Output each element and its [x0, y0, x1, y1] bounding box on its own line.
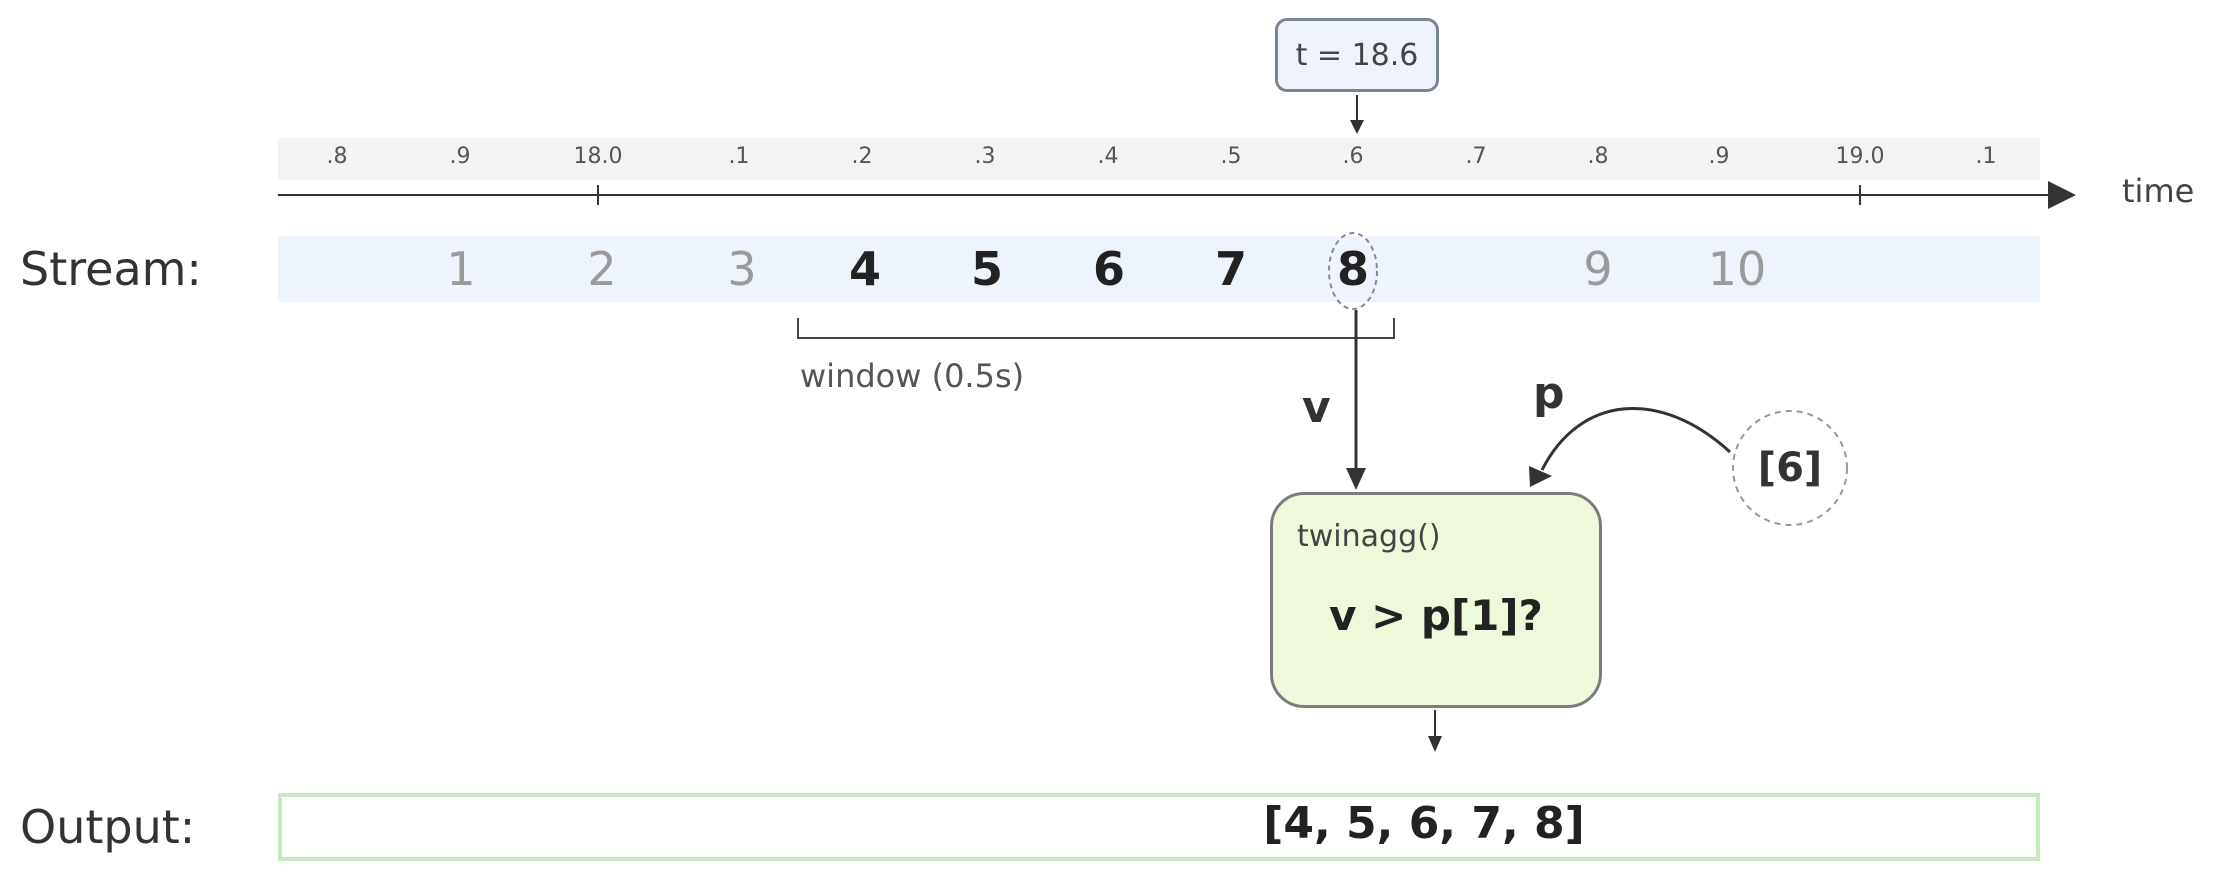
tick-label: .5 — [1220, 144, 1242, 169]
tick-label: .9 — [1708, 144, 1730, 169]
node-title: twinagg() — [1297, 519, 1441, 554]
output-row-label: Output: — [20, 800, 196, 854]
stream-item: 1 — [446, 242, 476, 296]
tick-band — [278, 138, 2040, 180]
value-arrowhead — [1346, 468, 1366, 490]
stream-item: 4 — [848, 242, 882, 296]
node-expression: v > p[1]? — [1329, 591, 1543, 640]
tick-label: .6 — [1342, 144, 1364, 169]
stream-row-label: Stream: — [20, 242, 202, 296]
window-bracket — [797, 318, 1395, 339]
param-value: [6] — [1757, 445, 1823, 491]
output-value: [4, 5, 6, 7, 8] — [1263, 798, 1585, 849]
time-axis-label: time — [2122, 172, 2195, 210]
param-arrow — [1540, 407, 1732, 471]
edge-label-p: p — [1533, 368, 1565, 419]
param-circle — [1732, 410, 1848, 526]
stream-item-current: 8 — [1336, 242, 1370, 296]
tick-label: .8 — [326, 144, 348, 169]
time-axis-arrowhead — [2048, 181, 2076, 209]
time-marker-arrowhead — [1350, 120, 1364, 134]
twinagg-node: twinagg() v > p[1]? — [1270, 492, 1602, 708]
stream-item: 7 — [1214, 242, 1248, 296]
tick-label: .2 — [851, 144, 873, 169]
tick-label: 18.0 — [573, 144, 623, 169]
stream-item: 2 — [587, 242, 617, 296]
output-box — [278, 793, 2040, 861]
stream-item: 3 — [727, 242, 757, 296]
stream-item: 6 — [1092, 242, 1126, 296]
param-arrowhead — [1529, 466, 1552, 487]
tick-label: .4 — [1097, 144, 1119, 169]
time-marker-label: t = 18.6 — [1295, 37, 1419, 73]
tick-label: 19.0 — [1835, 144, 1885, 169]
output-arrowhead — [1428, 736, 1442, 752]
tick-label: .9 — [449, 144, 471, 169]
window-label: window (0.5s) — [800, 357, 1025, 395]
tick-label: .7 — [1465, 144, 1487, 169]
time-marker-box: t = 18.6 — [1275, 18, 1439, 92]
stream-item: 10 — [1707, 242, 1767, 296]
tick-label: .8 — [1587, 144, 1609, 169]
tick-label: .1 — [1975, 144, 1997, 169]
stream-item: 9 — [1583, 242, 1613, 296]
edge-label-v: v — [1302, 382, 1331, 433]
stream-item: 5 — [970, 242, 1004, 296]
tick-label: .3 — [974, 144, 996, 169]
tick-label: .1 — [728, 144, 750, 169]
current-item-highlight — [1328, 232, 1378, 310]
stream-band — [278, 236, 2040, 302]
